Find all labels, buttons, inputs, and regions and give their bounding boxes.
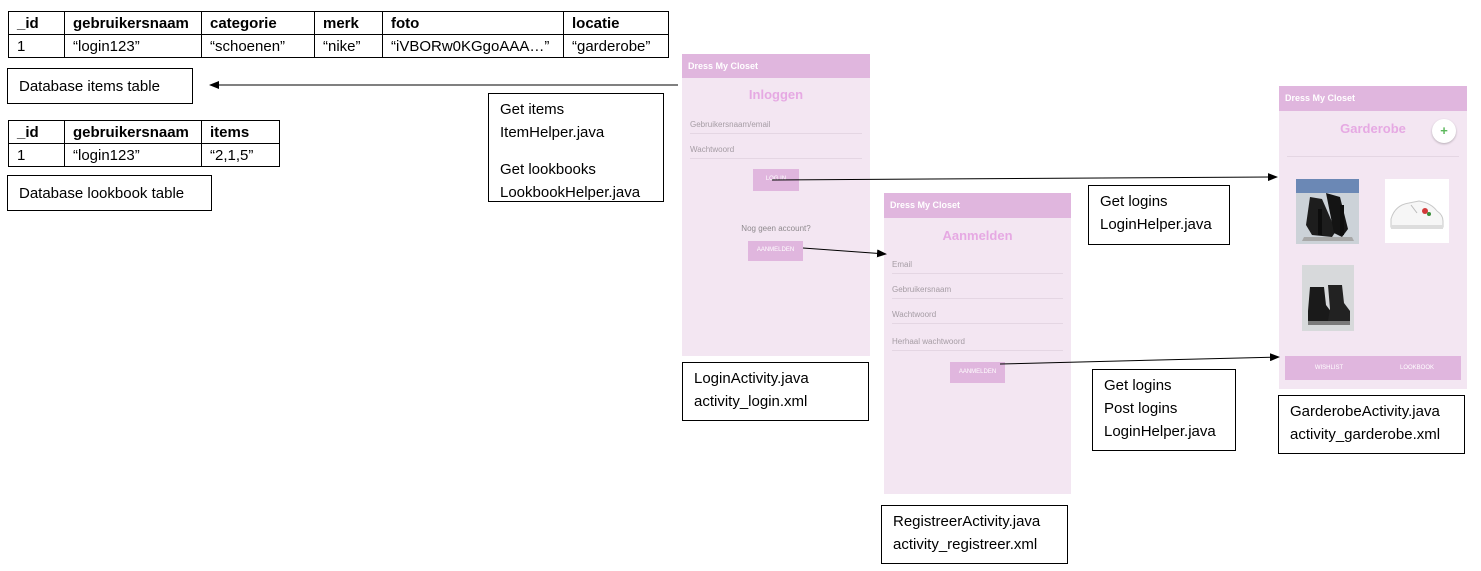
arrow-login-to-register [802, 247, 887, 258]
sneaker-icon [1385, 179, 1449, 243]
table-cell: “nike” [314, 34, 383, 58]
bottom-button-bar: WISHLIST LOOKBOOK [1285, 356, 1461, 380]
login-activity-file: LoginActivity.java [694, 370, 809, 387]
get-items-label: Get items [500, 101, 565, 118]
arrow-register-to-wardrobe [999, 353, 1280, 365]
login-layout-file: activity_login.xml [694, 393, 808, 410]
password-field[interactable]: Wachtwoord [892, 310, 1063, 324]
get-logins-label: Get logins [1100, 193, 1168, 210]
item-image-boots[interactable] [1302, 265, 1354, 331]
lookbook-table-caption-text: Database lookbook table [19, 185, 185, 202]
login-helper-label: LoginHelper.java [1100, 216, 1212, 233]
wardrobe-layout-file: activity_garderobe.xml [1290, 426, 1441, 443]
item-image-heels[interactable] [1296, 179, 1359, 244]
column-header: merk [314, 11, 383, 35]
items-table: _id gebruikersnaam categorie merk foto l… [8, 11, 669, 58]
password-field[interactable]: Wachtwoord [690, 145, 862, 159]
repeat-password-field[interactable]: Herhaal wachtwoord [892, 337, 1063, 351]
item-image-sneaker[interactable] [1385, 179, 1449, 243]
filter-row [1287, 156, 1459, 157]
register-button[interactable]: AANMELDEN [748, 241, 803, 261]
boots-icon [1302, 265, 1354, 331]
page-title: Garderobe [1340, 121, 1406, 136]
table-cell: “2,1,5” [201, 143, 280, 167]
table-cell: “iVBORw0KGgoAAA…” [382, 34, 564, 58]
table-cell: 1 [8, 34, 65, 58]
item-helper-label: ItemHelper.java [500, 124, 605, 141]
table-row: 1 “login123” “schoenen” “nike” “iVBORw0K… [8, 34, 669, 58]
register-activity-caption: RegistreerActivity.java activity_registr… [881, 505, 1068, 564]
page-title: Aanmelden [942, 228, 1013, 243]
helper-classes-box: Get items ItemHelper.java Get lookbooks … [488, 93, 664, 202]
register-activity-file: RegistreerActivity.java [893, 513, 1041, 530]
register-submit-button[interactable]: AANMELDEN [950, 362, 1005, 383]
get-logins-label: Get logins [1104, 377, 1172, 394]
plus-icon: + [1440, 123, 1448, 138]
table-cell: “login123” [64, 143, 202, 167]
table-cell: “schoenen” [201, 34, 315, 58]
table-cell: “login123” [64, 34, 202, 58]
login-activity-caption: LoginActivity.java activity_login.xml [682, 362, 869, 421]
post-logins-label: Post logins [1104, 400, 1178, 417]
column-header: gebruikersnaam [64, 11, 202, 35]
username-field[interactable]: Gebruikersnaam/email [690, 120, 862, 134]
column-header: _id [8, 120, 65, 144]
items-table-header-row: _id gebruikersnaam categorie merk foto l… [8, 11, 669, 35]
column-header: items [201, 120, 280, 144]
register-layout-file: activity_registreer.xml [893, 536, 1038, 553]
register-helper-box: Get logins Post logins LoginHelper.java [1092, 369, 1236, 451]
login-helper-box: Get logins LoginHelper.java [1088, 185, 1230, 245]
lookbook-table-caption: Database lookbook table [7, 175, 212, 211]
app-bar: Dress My Closet [884, 193, 1071, 218]
items-table-caption: Database items table [7, 68, 193, 104]
page-title: Inloggen [748, 87, 804, 102]
get-lookbooks-label: Get lookbooks [500, 161, 596, 178]
lookbook-button[interactable]: LOOKBOOK [1373, 356, 1461, 380]
wardrobe-activity-file: GarderobeActivity.java [1290, 403, 1440, 420]
wardrobe-activity-caption: GarderobeActivity.java activity_garderob… [1278, 395, 1465, 454]
app-bar: Dress My Closet [682, 54, 870, 78]
column-header: _id [8, 11, 65, 35]
login-helper-label: LoginHelper.java [1104, 423, 1216, 440]
column-header: locatie [563, 11, 669, 35]
arrow-login-to-wardrobe [771, 173, 1278, 182]
no-account-text: Nog geen account? [741, 224, 811, 233]
table-cell: 1 [8, 143, 65, 167]
lookbook-table: _id gebruikersnaam items 1 “login123” “2… [8, 120, 280, 167]
table-cell: “garderobe” [563, 34, 669, 58]
add-item-button[interactable]: + [1432, 119, 1456, 143]
username-field[interactable]: Gebruikersnaam [892, 285, 1063, 299]
lookbook-helper-label: LookbookHelper.java [500, 184, 641, 201]
app-bar: Dress My Closet [1279, 86, 1467, 111]
wardrobe-screen: Dress My Closet Garderobe + [1279, 86, 1467, 389]
items-table-caption-text: Database items table [19, 78, 160, 95]
table-row: 1 “login123” “2,1,5” [8, 143, 280, 167]
email-field[interactable]: Email [892, 260, 1063, 274]
heels-icon [1296, 179, 1359, 244]
wishlist-button[interactable]: WISHLIST [1285, 356, 1373, 380]
register-screen: Dress My Closet Aanmelden Email Gebruike… [884, 193, 1071, 494]
